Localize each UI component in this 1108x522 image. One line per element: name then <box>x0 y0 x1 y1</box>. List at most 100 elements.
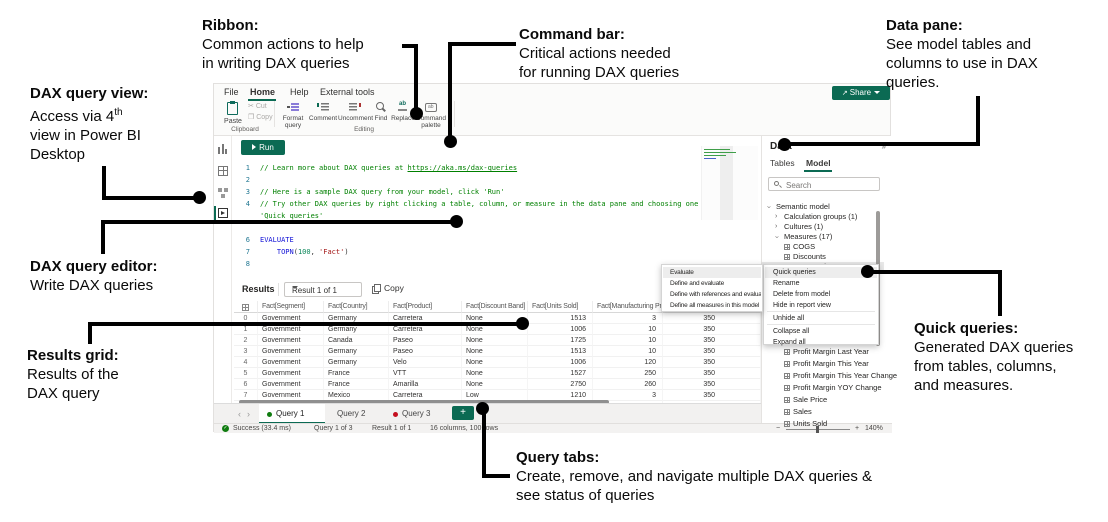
results-grid[interactable]: Fact[Segment]Fact[Country]Fact[Product]F… <box>234 301 761 404</box>
ribbon-callout-line <box>402 44 418 48</box>
copy-button[interactable]: ❐ Copy <box>248 114 273 121</box>
menu-item[interactable]: Hide in report view <box>773 302 831 309</box>
horizontal-scrollbar[interactable] <box>239 400 609 404</box>
submenu-item[interactable]: Evaluate <box>663 267 761 278</box>
command-palette-button[interactable]: Command palette <box>416 100 446 130</box>
tree-item[interactable]: ›Calculation groups (1) <box>762 212 884 222</box>
format-query-button[interactable]: Format query <box>278 100 308 130</box>
powerbi-desktop-window: File Home Help External tools ↗Share Pas… <box>213 83 897 433</box>
replace-button[interactable]: Replace <box>390 100 416 130</box>
code-line[interactable]: 8 <box>234 258 704 270</box>
menu-item[interactable]: Delete from model <box>773 291 831 298</box>
grid-cell: 1513 <box>528 346 593 357</box>
submenu-item[interactable]: Define all measures in this model <box>670 302 760 309</box>
ribbon-tab-file[interactable]: File <box>224 87 239 97</box>
menu-item[interactable]: Rename <box>773 280 800 287</box>
tree-item[interactable]: Profit Margin This Year <box>762 359 884 369</box>
zoom-out-icon[interactable]: − <box>776 425 781 432</box>
tree-item[interactable]: Units Sold <box>762 419 884 429</box>
table-view-icon[interactable] <box>218 166 228 176</box>
status-dimensions: 16 columns, 100 rows <box>430 425 499 432</box>
menu-item[interactable]: Collapse all <box>773 328 810 335</box>
report-view-icon[interactable] <box>218 144 228 154</box>
model-view-icon[interactable] <box>218 188 228 198</box>
result-selector-dropdown[interactable]: Result 1 of 1 <box>284 282 362 297</box>
data-pane-note: Data pane:See model tables and columns t… <box>886 16 1086 92</box>
ribbon-tab-help[interactable]: Help <box>290 87 309 97</box>
data-pane-callout-line <box>784 142 980 146</box>
comment-icon <box>317 102 329 113</box>
code-line[interactable]: 2 <box>234 174 704 186</box>
column-header[interactable]: Fact[Units Sold] <box>528 301 593 313</box>
tree-item[interactable]: Discounts <box>762 252 884 262</box>
tree-item-label: Cultures (1) <box>784 222 824 231</box>
menu-item[interactable]: Unhide all <box>773 315 805 322</box>
submenu-item[interactable]: Define with references and evaluate <box>670 291 761 298</box>
dax-query-editor-note-body: Write DAX queries <box>30 277 154 294</box>
tree-item[interactable]: COGS <box>762 242 884 252</box>
copy-results-button[interactable]: Copy <box>372 283 404 297</box>
grid-cell: 3 <box>593 390 663 401</box>
column-header[interactable]: Fact[Product] <box>389 301 462 313</box>
column-header[interactable]: Fact[Segment] <box>258 301 324 313</box>
ribbon-tab-external-tools[interactable]: External tools <box>320 87 375 97</box>
grid-cell: None <box>462 346 528 357</box>
tab-tables[interactable]: Tables <box>770 158 795 168</box>
search-input[interactable]: Search <box>768 177 880 191</box>
minimap-viewport <box>720 146 733 220</box>
tree-item[interactable]: Sale Price <box>762 395 884 405</box>
grid-cell: None <box>462 335 528 346</box>
tab-scroll-left-icon[interactable]: ‹ <box>238 409 241 419</box>
editor-minimap[interactable] <box>701 146 758 220</box>
tree-item[interactable]: Profit Margin This Year Change <box>762 371 897 381</box>
grid-cell: 260 <box>593 379 663 390</box>
divider <box>278 283 279 296</box>
run-button[interactable]: Run <box>241 140 285 155</box>
column-header[interactable] <box>234 301 258 313</box>
tree-item[interactable]: Sales <box>762 407 884 417</box>
tab-model[interactable]: Model <box>806 158 831 168</box>
run-label: Run <box>259 143 274 152</box>
button-label: Command palette <box>416 115 446 129</box>
tree-item[interactable]: Profit Margin YOY Change <box>762 383 884 393</box>
chevron-down-icon <box>292 285 298 289</box>
share-button[interactable]: ↗Share <box>832 86 890 100</box>
grid-cell: 350 <box>663 357 761 368</box>
query-tab[interactable]: Query 2 <box>325 404 385 424</box>
column-header[interactable]: Fact[Manufacturing Price] <box>593 301 663 313</box>
grid-cell: Germany <box>324 324 389 335</box>
dax-query-view-icon[interactable] <box>218 208 228 218</box>
zoom-slider-thumb[interactable] <box>816 426 819 433</box>
column-header[interactable]: Fact[Country] <box>324 301 389 313</box>
tree-item[interactable]: ›Cultures (1) <box>762 222 884 232</box>
line-number: 3 <box>245 188 250 196</box>
code-line[interactable]: 7 TOPN(100, 'Fact') <box>234 246 704 258</box>
zoom-in-icon[interactable]: + <box>855 425 860 432</box>
code-line[interactable]: 3// Here is a sample DAX query from your… <box>234 186 704 198</box>
code-line[interactable]: 1// Learn more about DAX queries at http… <box>234 162 704 174</box>
line-number: 7 <box>245 248 250 256</box>
tree-item[interactable]: ›Measures (17) <box>762 232 884 242</box>
find-button[interactable]: Find <box>372 100 390 130</box>
menu-item[interactable]: Expand all <box>773 339 806 346</box>
collapse-pane-icon[interactable]: » <box>881 142 886 151</box>
tree-item[interactable]: Profit Margin Last Year <box>762 347 884 357</box>
grid-cell: 3 <box>593 313 663 324</box>
cut-button[interactable]: ✂ Cut <box>248 103 267 110</box>
paste-button[interactable]: Paste <box>220 100 246 130</box>
submenu-item[interactable]: Define and evaluate <box>670 280 725 287</box>
tab-scroll-right-icon[interactable]: › <box>247 409 250 419</box>
tree-item[interactable]: ›Semantic model <box>762 202 884 212</box>
code-line[interactable]: 4// Try other DAX queries by right click… <box>234 198 704 210</box>
tree-item-label: Units Sold <box>793 419 828 428</box>
ribbon-tab-home[interactable]: Home <box>250 87 276 97</box>
dax-query-editor[interactable]: 1// Learn more about DAX queries at http… <box>234 160 704 286</box>
query-tab[interactable]: Query 3 <box>385 404 449 424</box>
uncomment-button[interactable]: Uncomment <box>338 100 373 130</box>
query-tab[interactable]: Query 1 <box>259 404 325 424</box>
comment-button[interactable]: Comment <box>308 100 338 130</box>
column-header[interactable]: Fact[Discount Band] <box>462 301 528 313</box>
add-query-tab-button[interactable]: + <box>452 406 474 420</box>
code-line[interactable]: 'Quick queries' <box>234 210 704 222</box>
